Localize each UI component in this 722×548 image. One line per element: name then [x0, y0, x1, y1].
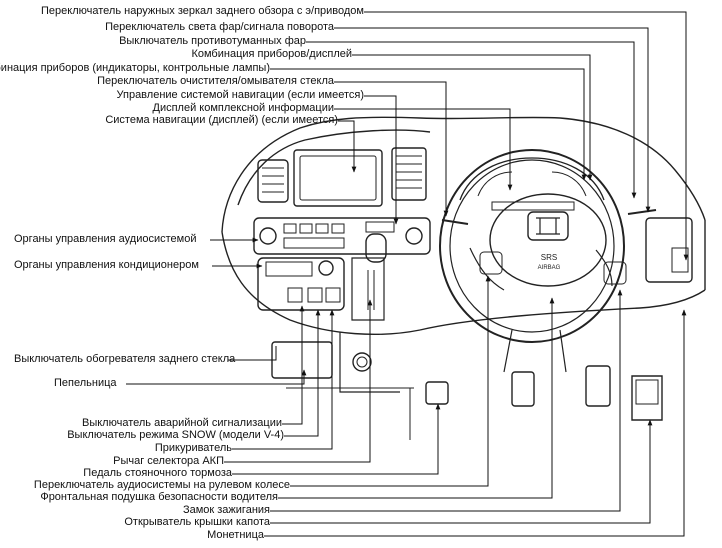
label-cluster-indicators: Комбинация приборов (индикаторы, контрол…	[0, 62, 270, 74]
label-parking-brake-pedal: Педаль стояночного тормоза	[83, 467, 232, 479]
label-navigation-display: Система навигации (дисплей) (если имеетс…	[105, 114, 338, 126]
label-audio-controls: Органы управления аудиосистемой	[14, 233, 197, 245]
callout-lines	[126, 11, 689, 537]
airbag-label-line2: AIRBAG	[538, 265, 561, 271]
label-fog-light-switch: Выключатель противотуманных фар	[119, 35, 306, 47]
label-coin-box: Монетница	[207, 529, 264, 541]
label-hazard-switch: Выключатель аварийной сигнализации	[81, 417, 282, 429]
label-navigation-controls: Управление системой навигации (если имее…	[116, 89, 365, 101]
label-headlight-switch: Переключатель света фар/сигнала поворота	[105, 21, 334, 33]
label-ignition-switch: Замок зажигания	[182, 504, 270, 516]
label-rear-defroster: Выключатель обогревателя заднего стекла	[14, 353, 236, 365]
label-climate-controls: Органы управления кондиционером	[14, 259, 199, 271]
label-shift-lever: Рычаг селектора АКП	[113, 455, 224, 467]
label-info-display: Дисплей комплексной информации	[152, 102, 335, 114]
airbag-label-line1: SRS	[541, 253, 557, 262]
label-driver-airbag: Фронтальная подушка безопасности водител…	[40, 491, 278, 503]
label-mirror-switch: Переключатель наружных зеркал заднего об…	[41, 5, 364, 17]
label-ashtray: Пепельница	[54, 377, 117, 389]
label-snow-mode-switch: Выключатель режима SNOW (модели V-4)	[67, 429, 284, 441]
label-instrument-cluster: Комбинация приборов/дисплей	[191, 48, 352, 60]
dashboard-drawing	[221, 116, 706, 440]
label-steering-audio-switch: Переключатель аудиосистемы на рулевом ко…	[33, 479, 290, 491]
label-wiper-switch: Переключатель очистителя/омывателя стекл…	[97, 75, 334, 87]
label-cigarette-lighter: Прикуриватель	[154, 442, 232, 454]
label-hood-release: Открыватель крышки капота	[124, 516, 270, 528]
